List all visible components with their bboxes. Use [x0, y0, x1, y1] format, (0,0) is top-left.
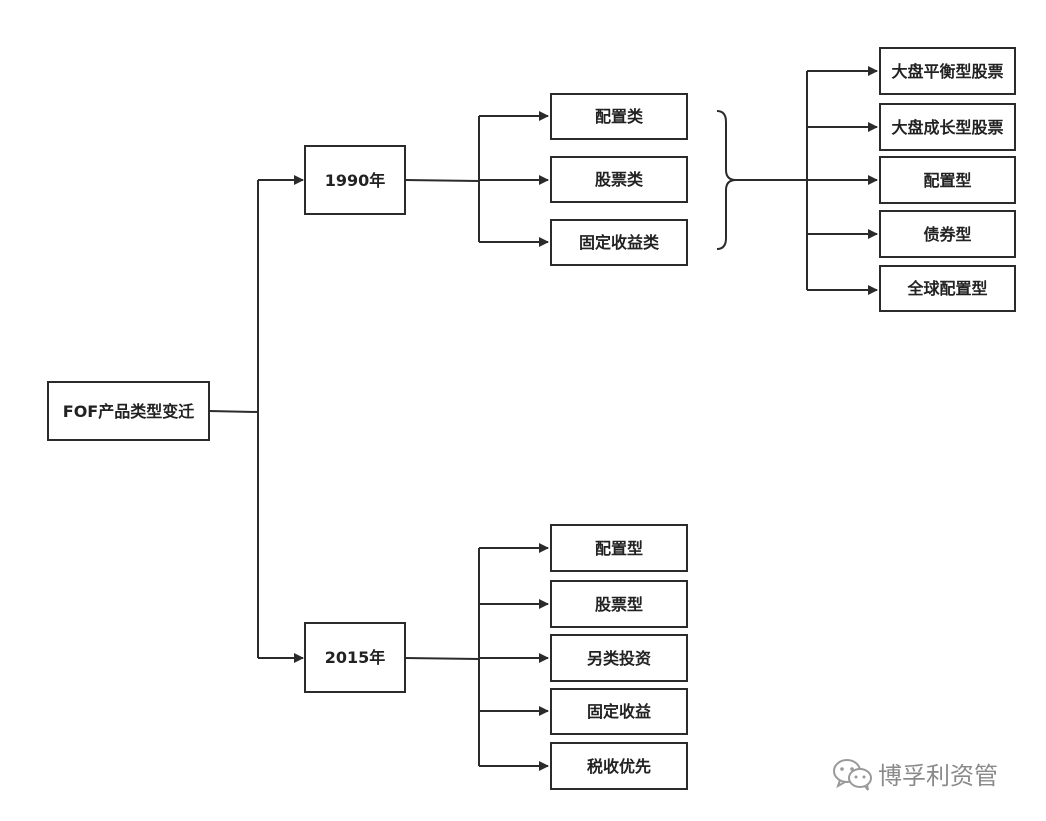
category-node: 股票型	[550, 580, 688, 628]
category-node: 固定收益	[550, 688, 688, 735]
subtype-label: 大盘成长型股票	[891, 117, 1004, 137]
connector-1990-out	[404, 179, 480, 182]
category-node: 税收优先	[550, 742, 688, 790]
wechat-icon	[833, 758, 872, 791]
connector-2015-out	[404, 657, 480, 660]
category-node: 股票类	[550, 156, 688, 203]
branch-node-2015: 2015年	[304, 622, 406, 693]
branch-label-2015: 2015年	[324, 648, 386, 667]
category-node: 另类投资	[550, 634, 688, 682]
category-node: 固定收益类	[550, 219, 688, 266]
category-label: 另类投资	[586, 648, 651, 668]
root-label: FOF产品类型变迁	[62, 401, 195, 421]
category-node: 配置类	[550, 93, 688, 140]
category-label: 股票型	[594, 594, 643, 614]
subtype-node: 配置型	[879, 156, 1016, 204]
branch-node-1990: 1990年	[304, 145, 406, 215]
category-label: 固定收益类	[578, 233, 659, 252]
subtype-node: 债券型	[879, 210, 1016, 258]
subtype-label: 配置型	[923, 170, 972, 190]
watermark: 博孚利资管	[832, 756, 998, 791]
category-label: 配置类	[594, 107, 643, 126]
subtype-node: 大盘成长型股票	[879, 103, 1016, 151]
brace	[716, 110, 737, 250]
category-label: 固定收益	[586, 702, 651, 721]
subtype-label: 债券型	[923, 224, 972, 244]
branch-label-1990: 1990年	[324, 170, 386, 190]
category-label: 税收优先	[586, 756, 651, 776]
subtype-label: 大盘平衡型股票	[891, 61, 1004, 81]
subtype-node: 全球配置型	[879, 265, 1016, 312]
subtype-node: 大盘平衡型股票	[879, 47, 1016, 95]
category-label: 股票类	[594, 170, 643, 189]
subtype-label: 全球配置型	[907, 279, 988, 298]
watermark-text: 博孚利资管	[878, 762, 998, 790]
category-label: 配置型	[594, 538, 643, 558]
connector-root	[208, 410, 259, 413]
root-node: FOF产品类型变迁	[47, 381, 210, 441]
category-node: 配置型	[550, 524, 688, 572]
